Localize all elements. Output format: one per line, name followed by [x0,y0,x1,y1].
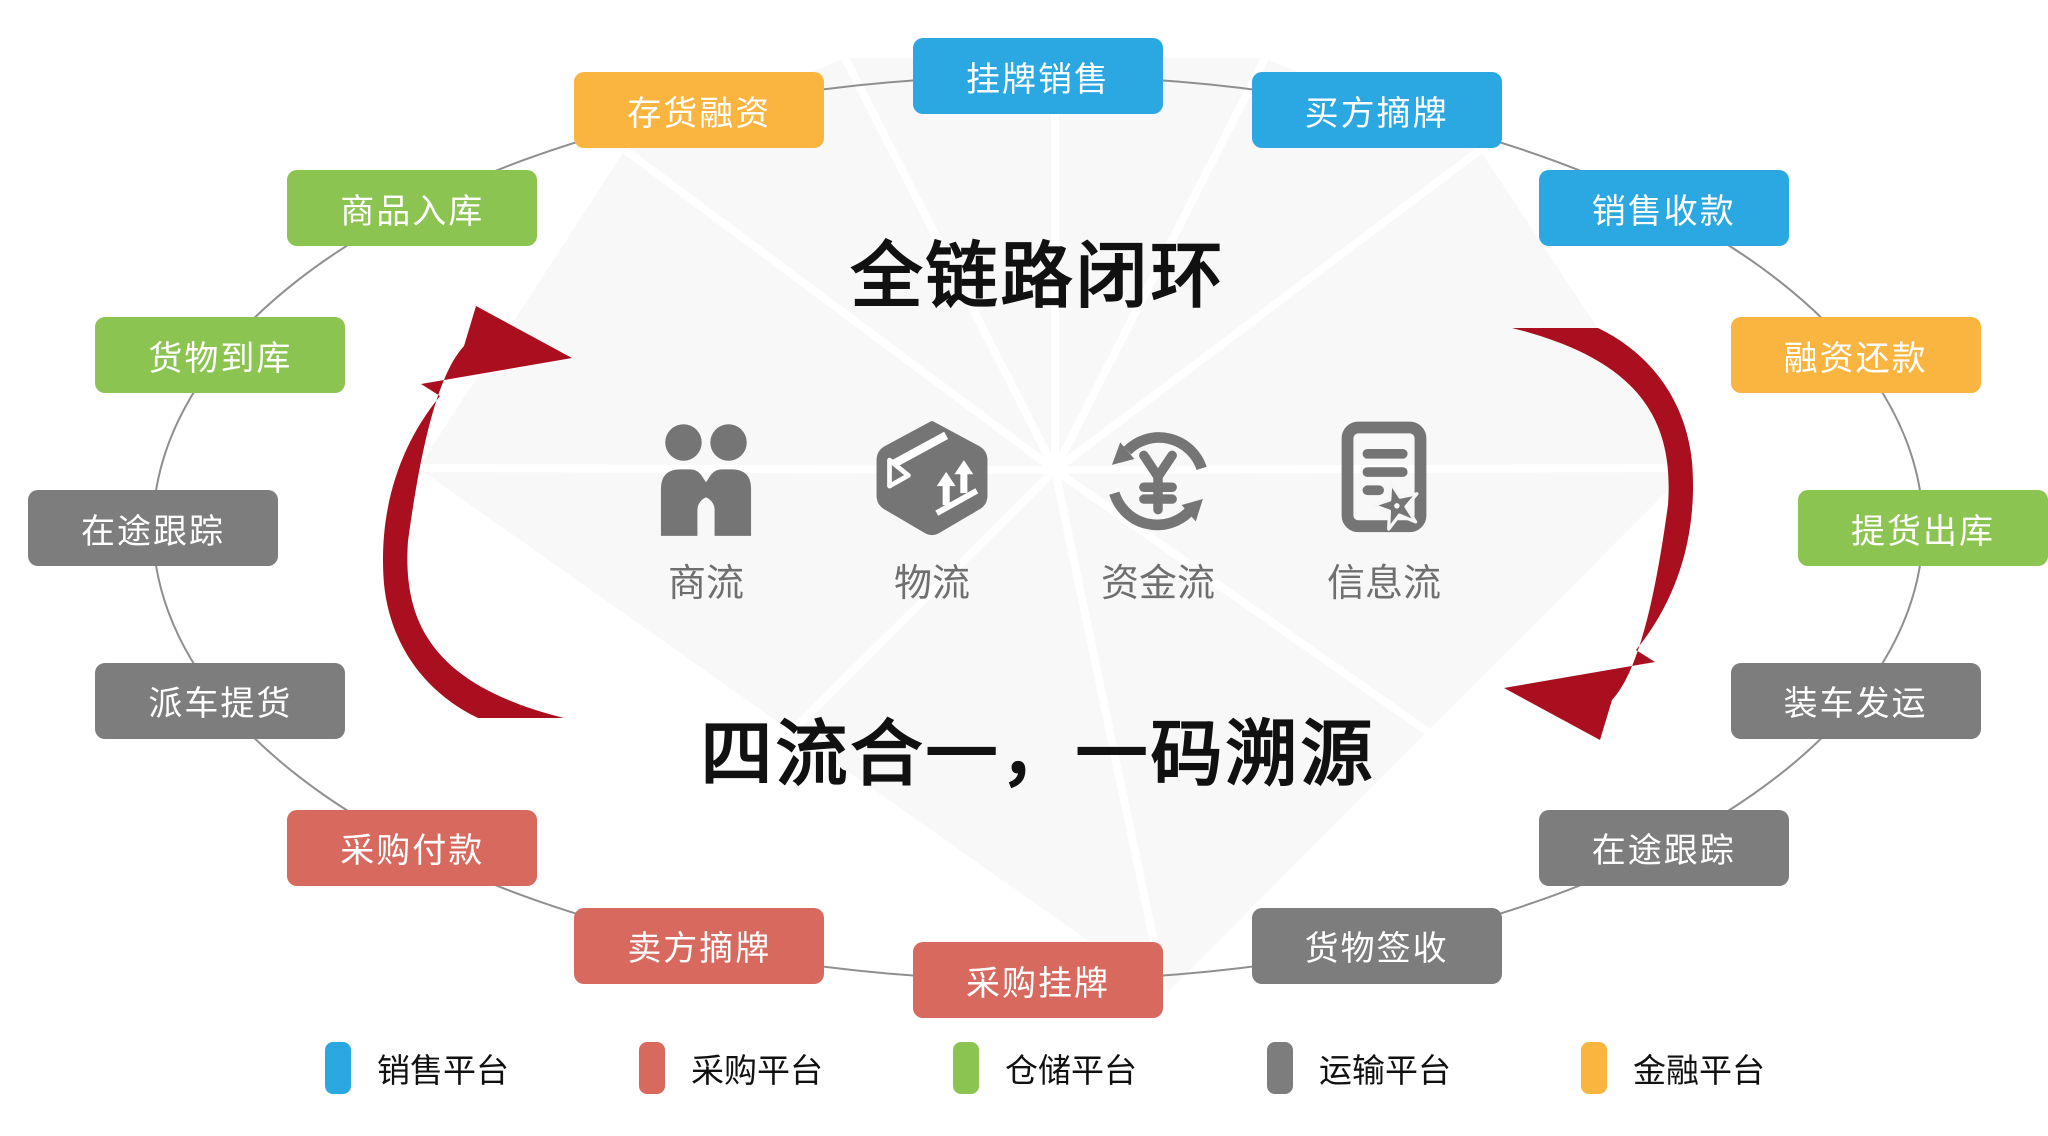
legend-item-finance: 金融平台 [1581,1042,1765,1094]
legend-item-warehouse: 仓储平台 [953,1042,1137,1094]
cycle-node: 提货出库 [1798,490,2048,566]
flow-item: 物流 [857,420,1007,607]
cycle-node: 货物到库 [95,317,346,394]
cycle-node: 在途跟踪 [28,490,278,566]
flow-label: 资金流 [1100,563,1215,605]
document-star-icon [1325,420,1443,538]
cycle-node: 在途跟踪 [1538,809,1789,886]
legend-label: 金融平台 [1633,1052,1765,1089]
cycle-node: 买方摘牌 [1251,72,1502,149]
flow-item: 资金流 [1083,420,1233,607]
legend-item-transport: 运输平台 [1267,1042,1451,1094]
cycle-node: 存货融资 [574,72,825,149]
legend-label: 运输平台 [1319,1052,1451,1089]
legend-item-procurement: 采购平台 [639,1042,823,1094]
sub-title: 四流合一，一码溯源 [700,715,1376,795]
legend-swatch [325,1042,351,1094]
gem-watermark [414,54,1694,999]
currency-cycle-icon [1099,420,1217,538]
cycle-node: 采购挂牌 [913,942,1163,1018]
legend-item-sales: 销售平台 [325,1042,509,1094]
cycle-node: 派车提货 [95,662,346,739]
flow-label: 信息流 [1326,563,1441,605]
partners-icon [647,420,765,538]
legend: 销售平台 采购平台 仓储平台 运输平台 金融平台 [0,1042,2048,1094]
legend-swatch [1267,1042,1293,1094]
legend-swatch [1581,1042,1607,1094]
flow-item: 信息流 [1309,420,1459,607]
legend-swatch [639,1042,665,1094]
legend-label: 采购平台 [691,1052,823,1089]
flow-row: 商流 物流 资金流 信息流 [0,420,2048,607]
cycle-node: 货物签收 [1251,907,1502,984]
cycle-node: 采购付款 [287,809,538,886]
cycle-node: 融资还款 [1730,317,1981,394]
flow-item: 商流 [631,420,781,607]
cycle-arrow-down-right-icon [1504,328,1694,740]
main-title: 全链路闭环 [850,237,1226,317]
flow-label: 物流 [893,563,970,605]
legend-swatch [953,1042,979,1094]
cycle-node: 装车发运 [1730,662,1981,739]
cycle-arrow-up-left-icon [382,306,572,718]
flow-label: 商流 [667,563,744,605]
cycle-node: 商品入库 [287,170,538,247]
legend-label: 仓储平台 [1005,1052,1137,1089]
legend-label: 销售平台 [377,1052,509,1089]
cycle-node: 挂牌销售 [913,38,1163,114]
cycle-node: 卖方摘牌 [574,907,825,984]
package-icon [873,420,991,538]
cycle-node: 销售收款 [1538,170,1789,247]
